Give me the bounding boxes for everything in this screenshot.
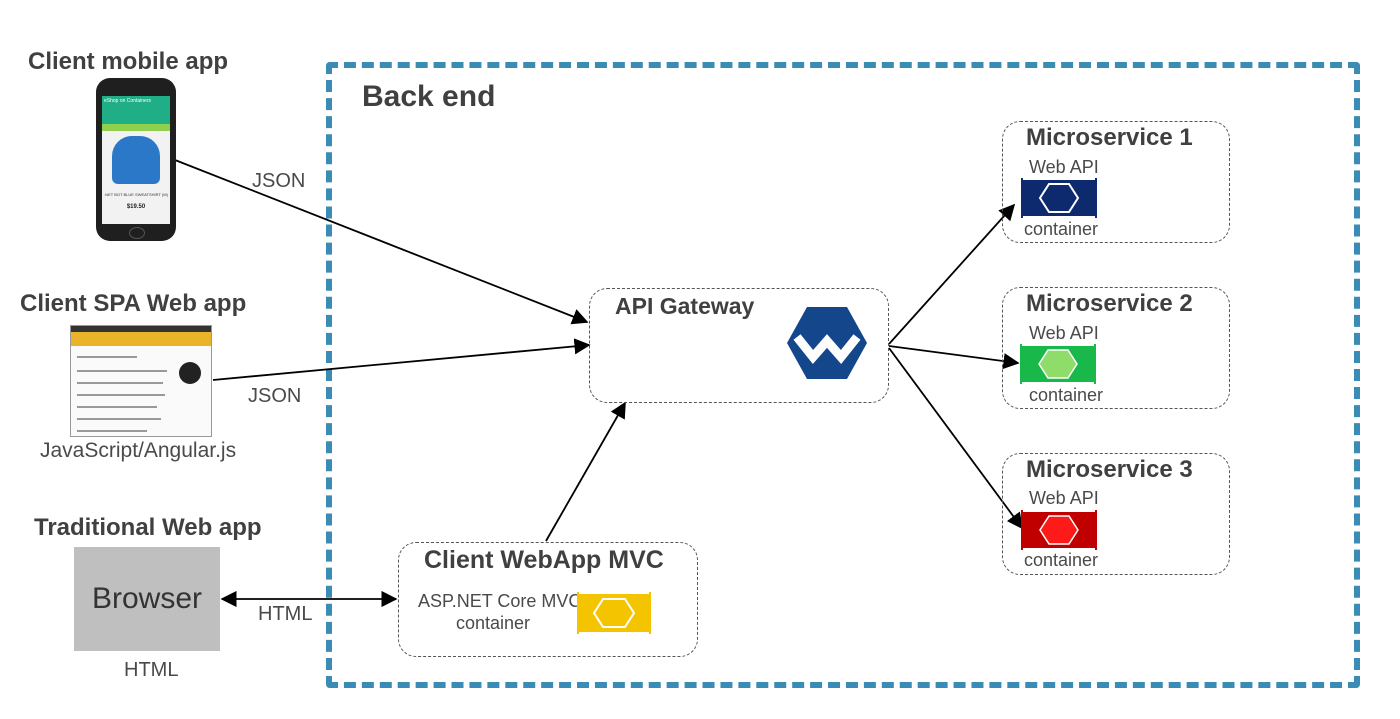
microservice-1-container-label: container — [1024, 219, 1099, 239]
spa-text-line — [77, 418, 161, 420]
microservice-1-box — [1002, 121, 1230, 243]
phone-product-name: .NET BOT BLUE SWEATSHIRT (M) — [104, 192, 168, 197]
container-hexagon-icon — [577, 592, 651, 634]
microservice-3-title: Microservice 3 — [1026, 456, 1193, 483]
edge-mobile-to-gateway — [174, 159, 589, 325]
spa-text-line — [77, 382, 163, 384]
backend-title: Back end — [362, 80, 496, 113]
mvc-box — [398, 542, 698, 657]
edge-mvc-to-gateway — [545, 401, 626, 542]
mvc-title: Client WebApp MVC — [424, 546, 664, 574]
spa-caption: JavaScript/Angular.js — [40, 439, 237, 462]
browser-label: Browser — [91, 582, 203, 615]
mvc-container-label: container — [456, 613, 531, 633]
phone-home-button-icon — [129, 227, 145, 239]
container-hexagon-icon — [1021, 510, 1097, 550]
spa-text-line — [77, 394, 165, 396]
traditional-title: Traditional Web app — [34, 514, 262, 541]
client-mobile-title: Client mobile app — [28, 48, 229, 75]
phone-screen: eShop on Containers .NET BOT BLUE SWEATS… — [102, 96, 170, 224]
edge-spa-to-gateway — [212, 338, 591, 381]
gateway-box — [589, 288, 889, 403]
spa-screenshot-illustration — [70, 325, 212, 437]
edge-gateway-to-ms3 — [888, 347, 1023, 530]
spa-header — [71, 332, 211, 346]
phone-price: $19.50 — [126, 204, 146, 210]
edge-gateway-to-ms1 — [888, 203, 1016, 345]
edge-label-json-mobile: JSON — [252, 170, 306, 192]
gateway-title: API Gateway — [615, 293, 755, 319]
browser-box — [74, 547, 220, 651]
sweatshirt-image — [112, 136, 160, 184]
phone-illustration: eShop on Containers .NET BOT BLUE SWEATS… — [96, 78, 176, 241]
microservice-1-webapi: Web API — [1029, 157, 1099, 177]
edge-label-json-spa: JSON — [248, 385, 302, 407]
microservice-3-box — [1002, 453, 1230, 575]
microservice-2-title: Microservice 2 — [1026, 290, 1193, 317]
phone-screen-header: eShop on Containers — [102, 96, 170, 124]
client-spa-title: Client SPA Web app — [20, 290, 247, 317]
microservice-2-box — [1002, 287, 1230, 409]
microservice-2-container-label: container — [1029, 385, 1104, 405]
spa-text-line — [77, 370, 167, 372]
spa-text-line — [77, 430, 147, 432]
edge-gateway-to-ms2 — [888, 345, 1020, 370]
spa-text-line — [77, 406, 157, 408]
microservice-1-title: Microservice 1 — [1026, 124, 1193, 151]
mvc-subtitle: ASP.NET Core MVC — [418, 591, 582, 611]
spa-avatar-icon — [179, 362, 201, 384]
microservice-3-container-label: container — [1024, 550, 1099, 570]
edge-label-html: HTML — [258, 603, 313, 625]
container-hexagon-icon — [1020, 344, 1096, 384]
gateway-logo-icon — [787, 307, 867, 379]
microservice-2-webapi: Web API — [1029, 323, 1099, 343]
traditional-caption: HTML — [124, 659, 179, 681]
backend-boundary — [326, 62, 1360, 688]
spa-topbar — [71, 326, 211, 332]
phone-screen-bar — [102, 124, 170, 131]
microservice-3-webapi: Web API — [1029, 488, 1099, 508]
container-hexagon-icon — [1021, 178, 1097, 218]
spa-text-line — [77, 356, 137, 358]
